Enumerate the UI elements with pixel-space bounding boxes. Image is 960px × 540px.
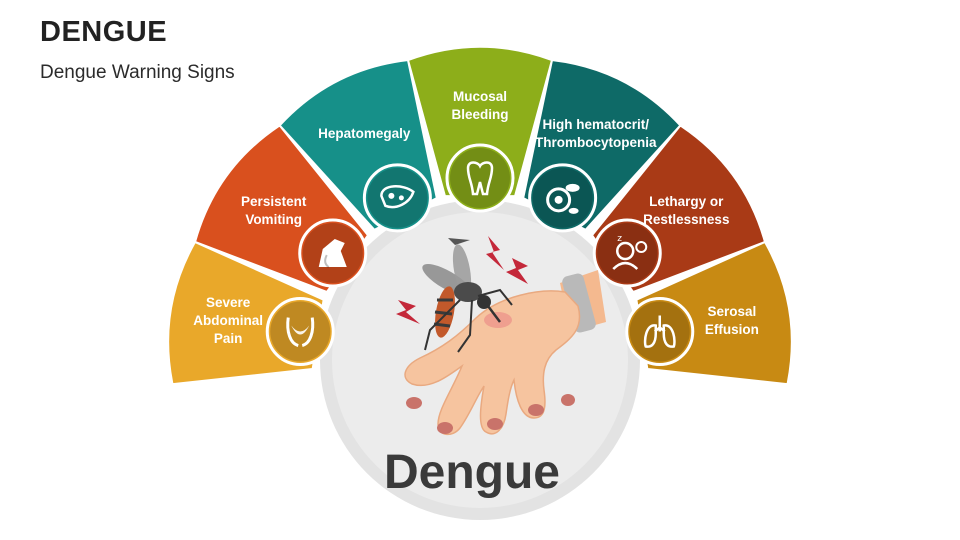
icon-circle	[592, 218, 662, 288]
petal-label-line: Abdominal	[193, 313, 263, 328]
petal-label-line: Hepatomegaly	[318, 126, 411, 141]
tooth-icon	[466, 161, 494, 196]
hand	[404, 290, 581, 436]
page-subtitle: Dengue Warning Signs	[40, 62, 235, 83]
icon-circle-shade	[450, 148, 510, 208]
nail-5	[561, 394, 575, 406]
vomiting-icon	[318, 239, 347, 268]
icon-circle	[362, 163, 432, 233]
lungs-icon	[643, 315, 676, 348]
petal-label-line: Vomiting	[245, 212, 302, 227]
petal-label-line: Bleeding	[451, 107, 508, 122]
blood-cells-icon	[546, 183, 580, 214]
petal-label-line: Lethargy or	[649, 194, 724, 209]
icon-circle-shade	[367, 167, 428, 228]
mosquito-bite-illustration	[396, 236, 606, 436]
sleeve-cuff	[562, 273, 596, 333]
petal-lethargy: Lethargy or Restlessness z	[592, 125, 765, 293]
petal-hepatomegaly: Hepatomegaly	[279, 60, 437, 233]
zap-3	[396, 300, 420, 324]
icon-circle	[445, 143, 515, 213]
nail-4	[528, 404, 544, 416]
petal-label-line: Restlessness	[643, 212, 729, 227]
petal-label-line: Effusion	[705, 322, 759, 337]
petal-label-line: Mucosal	[453, 89, 507, 104]
petal-label-line: Severe	[206, 295, 251, 310]
abdomen-icon	[286, 317, 315, 347]
nail-1	[406, 397, 422, 409]
petal-label-line: Thrombocytopenia	[535, 135, 657, 150]
petal-label: Lethargy or Restlessness	[643, 194, 729, 227]
nail-2	[437, 422, 453, 434]
petal-label-line: Serosal	[707, 304, 756, 319]
icon-circle	[528, 163, 598, 233]
petal-label-line: Pain	[214, 331, 243, 346]
zap-2	[506, 258, 528, 284]
icon-circle-shade	[532, 167, 593, 228]
petal-label: High hematocrit/Thrombocytopenia	[535, 117, 657, 150]
sleepy-person-icon: z	[612, 234, 648, 270]
mosquito	[422, 238, 513, 353]
petal-label-line: High hematocrit/	[543, 117, 650, 132]
liver-icon	[380, 185, 415, 209]
svg-text:z: z	[617, 234, 622, 244]
petal-label: Hepatomegaly	[318, 126, 411, 141]
petal-label-line: Persistent	[241, 194, 307, 209]
center-label: Dengue	[384, 446, 560, 499]
petal-high-hematocrit: High hematocrit/Thrombocytopenia	[523, 60, 681, 233]
icon-circle-shade	[597, 223, 658, 284]
nail-3	[487, 418, 503, 430]
petal-shape	[408, 46, 552, 197]
page-title: DENGUE	[40, 16, 168, 48]
